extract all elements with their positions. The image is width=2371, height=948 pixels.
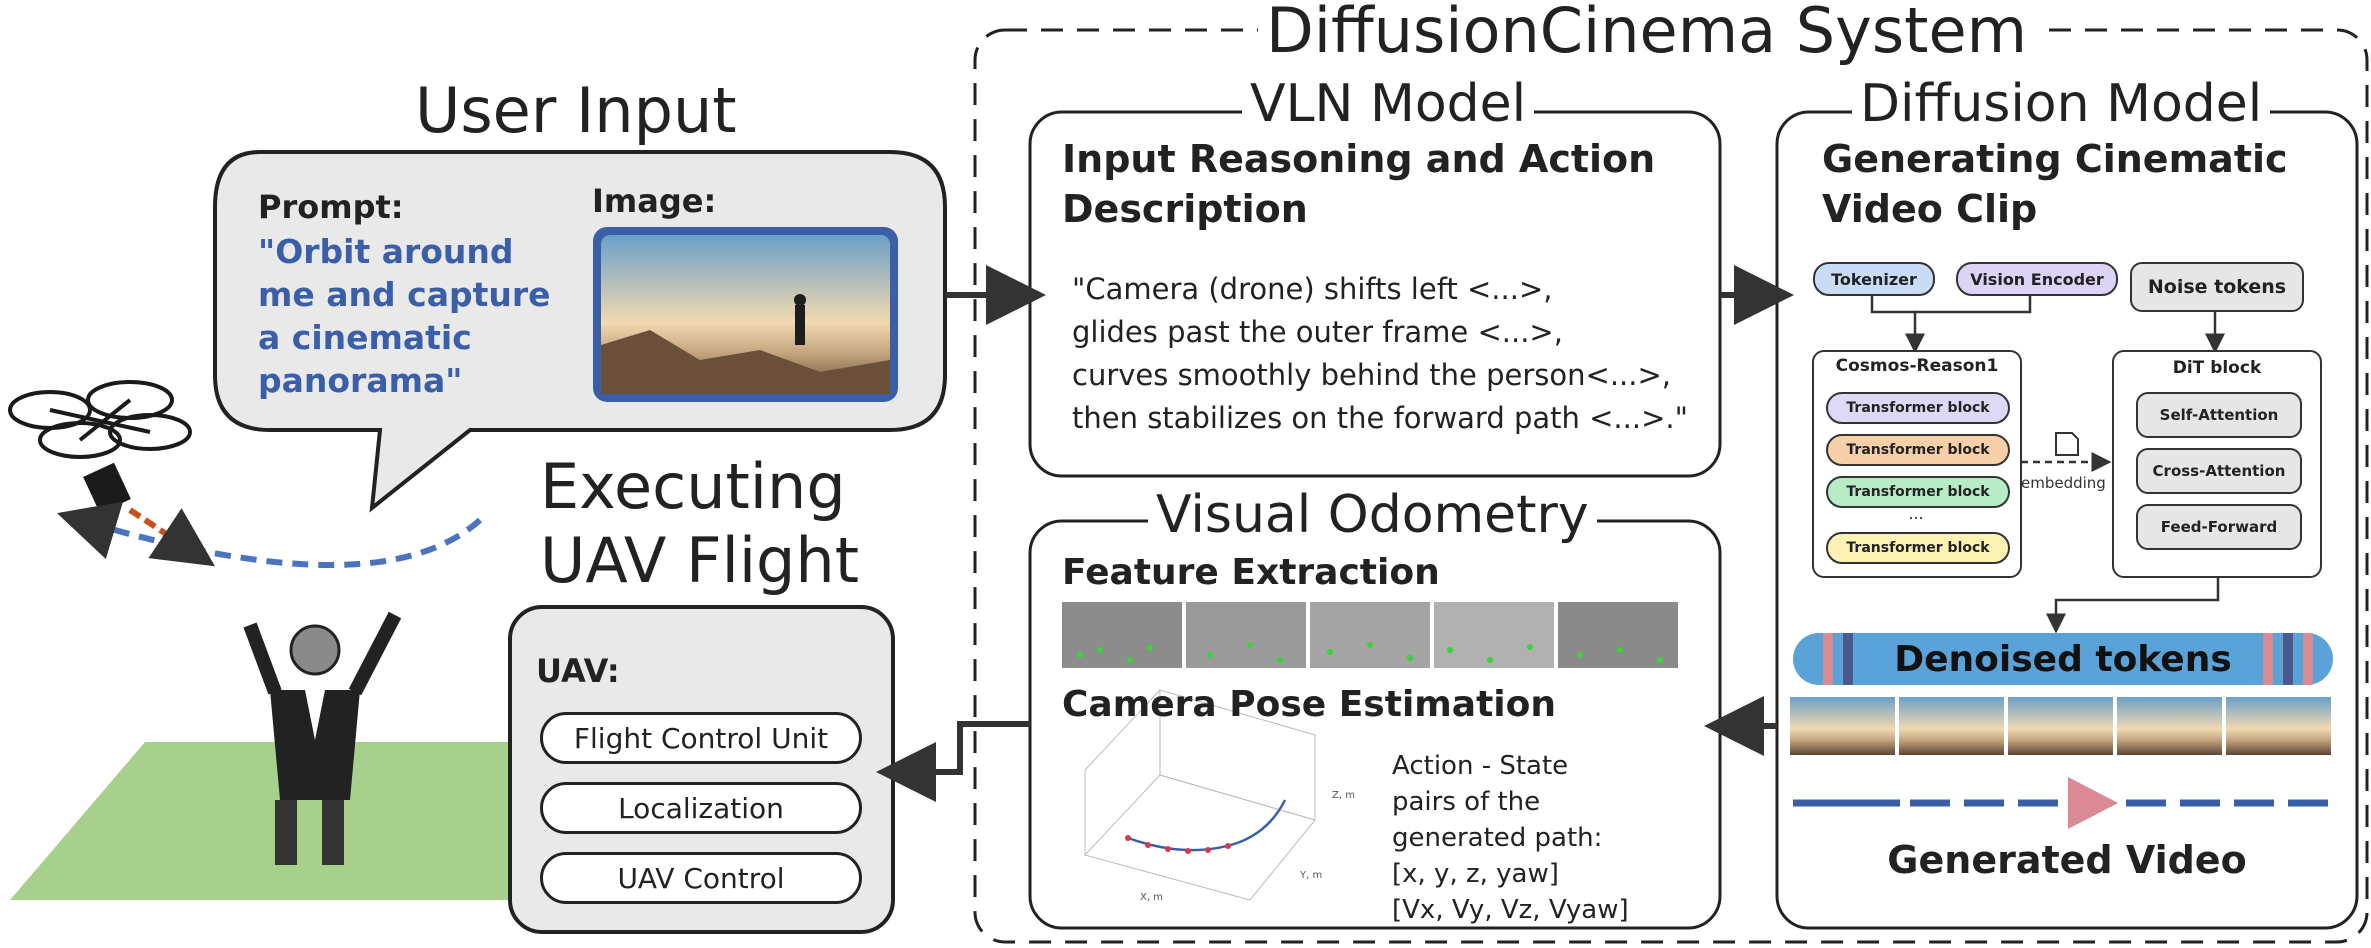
- executing-title-line: UAV Flight: [540, 524, 860, 597]
- localization-module: Localization: [540, 782, 862, 834]
- executing-title-line: Executing: [540, 450, 846, 523]
- ground-plane: [10, 742, 520, 900]
- generated-frames: [1790, 697, 2331, 755]
- pose-line: pairs of the: [1392, 787, 1541, 817]
- self-attention-block: Self-Attention: [2136, 392, 2302, 438]
- prompt-text: "Orbit around me and capture a cinematic…: [258, 230, 551, 402]
- prompt-line: a cinematic: [258, 318, 472, 357]
- vln-line: glides past the outer frame <...>,: [1072, 315, 1563, 349]
- diffusion-heading: Generating Cinematic Video Clip: [1822, 134, 2288, 234]
- executing-title: Executing UAV Flight: [540, 450, 859, 598]
- camera-direction-arrow: [128, 507, 216, 567]
- feed-forward-block: Feed-Forward: [2136, 504, 2302, 550]
- diffusion-title: Diffusion Model: [1852, 76, 2271, 132]
- pose-estimation-heading: Camera Pose Estimation: [1062, 684, 1556, 725]
- tokenizer-chip: Tokenizer: [1813, 262, 1935, 296]
- pose-line: Action - State: [1392, 751, 1569, 781]
- generated-video-label: Generated Video: [1887, 838, 2247, 882]
- person-illustration: [243, 611, 402, 865]
- axis-label-z: Z, m: [1332, 790, 1355, 801]
- denoised-tokens-label: Denoised tokens: [1894, 638, 2232, 680]
- user-input-title: User Input: [415, 74, 737, 147]
- uav-label: UAV:: [536, 652, 620, 690]
- prompt-line: "Orbit around: [258, 232, 514, 271]
- orbit-arrow: [57, 501, 483, 568]
- pose-plot: [1084, 689, 1316, 901]
- flight-control-unit: Flight Control Unit: [540, 712, 862, 764]
- denoised-bar: [1793, 633, 2333, 685]
- vln-description: "Camera (drone) shifts left <...>, glide…: [1072, 268, 1688, 440]
- transformer-block: Transformer block: [1826, 434, 2010, 466]
- vln-line: curves smoothly behind the person<...>,: [1072, 358, 1671, 392]
- axis-label-y: Y, m: [1300, 870, 1323, 881]
- image-label: Image:: [592, 182, 717, 220]
- pose-line: [Vx, Vy, Vz, Vyaw]: [1392, 895, 1629, 925]
- transformer-block: Transformer block: [1826, 392, 2010, 424]
- pose-line: generated path:: [1392, 823, 1603, 853]
- prompt-line: me and capture: [258, 275, 551, 314]
- prompt-label: Prompt:: [258, 188, 404, 226]
- embedding-label: embedding: [2021, 474, 2106, 492]
- vln-heading: Input Reasoning and Action Description: [1062, 134, 1655, 234]
- prompt-line: panorama": [258, 361, 463, 400]
- dit-label: DiT block: [2172, 358, 2262, 378]
- transformer-block: Transformer block: [1826, 476, 2010, 508]
- cross-attention-block: Cross-Attention: [2136, 448, 2302, 494]
- feature-extraction-heading: Feature Extraction: [1062, 552, 1440, 593]
- cosmos-label: Cosmos-Reason1: [1835, 356, 1999, 376]
- drone-illustration: [8, 380, 192, 514]
- feature-frames: [1062, 602, 1678, 668]
- odometry-title: Visual Odometry: [1148, 487, 1597, 543]
- noise-tokens-chip: Noise tokens: [2130, 262, 2304, 312]
- vln-heading-line: Input Reasoning and Action: [1062, 137, 1656, 181]
- vln-heading-line: Description: [1062, 187, 1308, 231]
- transformer-block: Transformer block: [1826, 532, 2010, 564]
- transformer-ellipsis: ...: [1908, 504, 1924, 523]
- vln-line: then stabilizes on the forward path <...…: [1072, 401, 1688, 435]
- vln-title: VLN Model: [1242, 76, 1535, 132]
- system-title: DiffusionCinema System: [1258, 0, 2035, 62]
- pose-description: Action - State pairs of the generated pa…: [1392, 748, 1629, 928]
- progress-triangle: [2068, 777, 2118, 829]
- vision-encoder-chip: Vision Encoder: [1956, 262, 2118, 296]
- diffusion-heading-line: Video Clip: [1822, 187, 2038, 231]
- axis-label-x: X, m: [1140, 892, 1163, 903]
- vln-line: "Camera (drone) shifts left <...>,: [1072, 272, 1553, 306]
- arrow-odometry-to-uav: [876, 721, 1030, 802]
- uav-control-module: UAV Control: [540, 852, 862, 904]
- diffusion-heading-line: Generating Cinematic: [1822, 137, 2288, 181]
- pose-line: [x, y, z, yaw]: [1392, 859, 1559, 889]
